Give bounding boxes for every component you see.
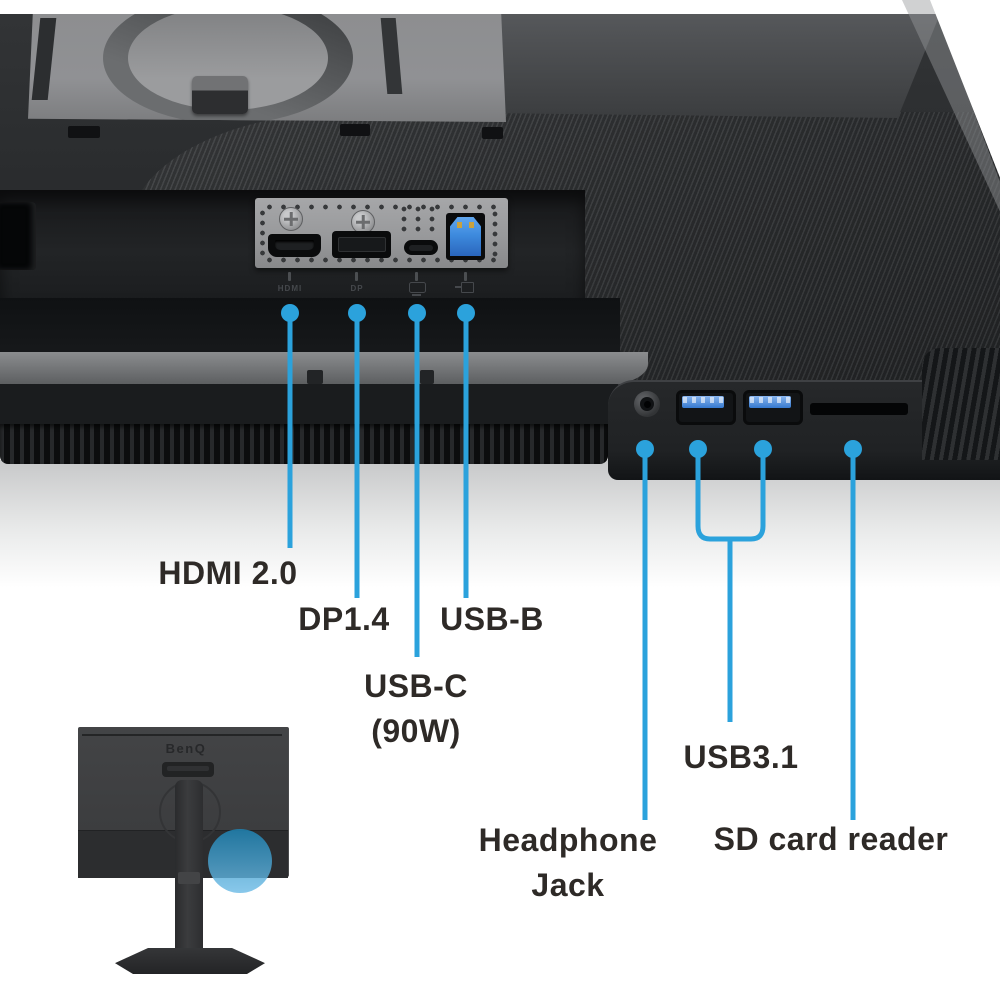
side-vent-texture — [922, 348, 1000, 460]
stand-mount-plate — [28, 14, 506, 122]
dp-engraving: DP — [350, 284, 364, 293]
usb-b-port — [446, 213, 485, 260]
dp-label: DP1.4 — [298, 601, 390, 637]
engraving-tick — [464, 272, 467, 281]
usb-b-pin — [469, 222, 474, 228]
inset-stand-column — [175, 780, 203, 962]
vent-holes-row — [261, 203, 502, 211]
background-top — [0, 0, 1000, 14]
engraving-tick — [288, 272, 291, 281]
usb-c-label-line1: USB-C — [364, 668, 468, 704]
vent-holes-row — [261, 256, 502, 264]
usb-a-contacts — [750, 397, 790, 403]
sd-label: SD card reader — [713, 821, 949, 857]
monitor-underside-photo: HDMI DP — [0, 0, 1000, 482]
floor-shadow — [0, 460, 1000, 610]
engraving-tick — [415, 272, 418, 281]
inset-top-seam — [82, 734, 282, 736]
chassis-tab — [68, 126, 100, 138]
usb-b-label: USB-B — [440, 601, 544, 637]
screw — [279, 207, 303, 231]
plate-slot-left — [31, 18, 57, 100]
headphone-jack — [634, 391, 660, 417]
usb-a-port-1 — [676, 390, 736, 425]
displayport-port — [332, 231, 391, 258]
usb-a-connector — [682, 396, 724, 408]
usb-b-pin — [457, 222, 462, 228]
usb-c-label: USB-C (90W) — [364, 664, 468, 754]
usb-c-label-line2: (90W) — [371, 713, 461, 749]
stand-release-latch — [192, 76, 248, 114]
usb-a-connector — [749, 396, 791, 408]
headphone-label-line1: Headphone — [478, 822, 658, 858]
usb-c-engraving-icon — [409, 282, 426, 296]
hdmi-port — [268, 234, 321, 257]
engraving-tick — [355, 272, 358, 281]
ports-highlight-circle — [208, 829, 272, 893]
hdmi-engraving: HDMI — [277, 284, 303, 293]
bezel-notch — [420, 370, 434, 384]
io-plate — [255, 198, 508, 268]
usb31-label: USB3.1 — [683, 739, 799, 775]
plate-slot-right — [380, 18, 403, 94]
vent-holes-cluster — [395, 206, 441, 232]
monitor-rear-inset: BenQ — [0, 700, 340, 990]
sd-card-slot — [810, 403, 908, 415]
chassis-tab — [482, 127, 503, 139]
headphone-label-line2: Jack — [531, 867, 605, 903]
usb-a-contacts — [683, 397, 723, 403]
chassis-tab — [340, 124, 370, 136]
upper-shell — [470, 14, 940, 118]
usb-b-engraving-icon — [455, 282, 474, 293]
bezel-notch — [307, 370, 323, 384]
usb-a-port-2 — [743, 390, 803, 425]
usb-b-connector — [450, 217, 481, 256]
speaker-grille-strip — [0, 424, 608, 464]
power-connector — [0, 202, 36, 270]
usb-c-port — [404, 240, 438, 255]
brand-logo: BenQ — [165, 741, 207, 756]
bezel-bottom-edge — [0, 352, 648, 386]
headphone-label: Headphone Jack — [479, 818, 658, 908]
inset-handle — [162, 762, 214, 777]
vent-holes-cluster — [485, 210, 505, 258]
lower-shadow-band — [0, 298, 620, 356]
vent-holes-cluster — [258, 210, 267, 256]
under-bezel — [0, 384, 618, 428]
inset-cable-clip — [178, 872, 200, 884]
hdmi-label: HDMI 2.0 — [158, 555, 298, 591]
inset-stand-base — [115, 948, 265, 974]
screw — [351, 210, 375, 234]
